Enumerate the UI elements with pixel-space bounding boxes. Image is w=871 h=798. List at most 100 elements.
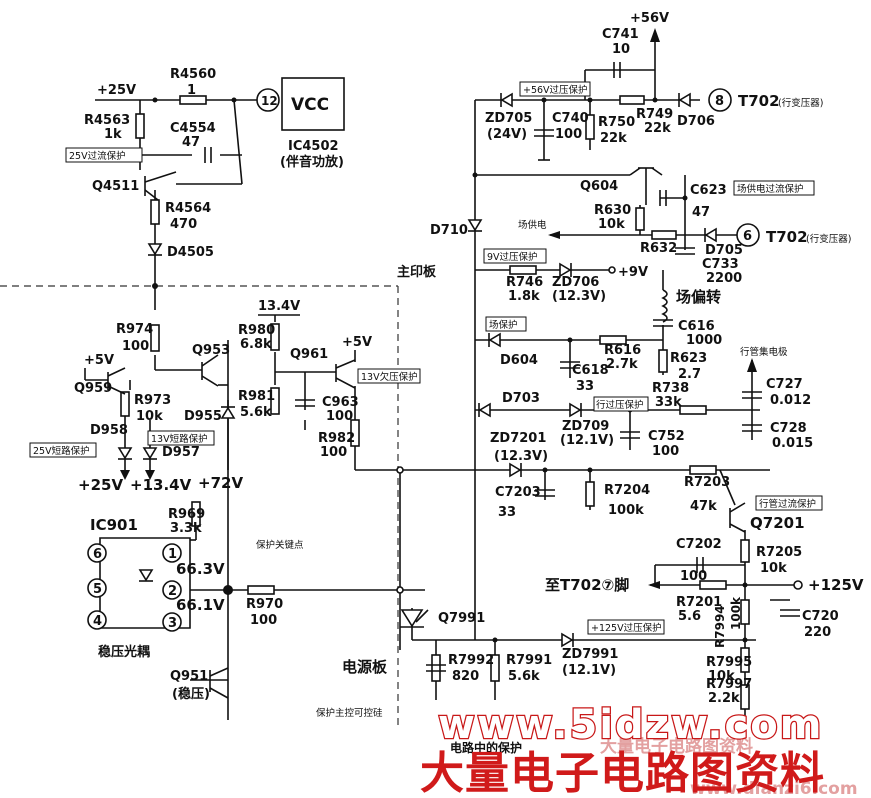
label-r749-v: 22k xyxy=(644,121,671,136)
capacitor-c616 xyxy=(653,319,673,327)
watermark-url: www.5idzw.com xyxy=(438,702,823,748)
label-out25: +25V xyxy=(78,476,123,494)
label-changpianzhuan: 场偏转 xyxy=(676,288,721,306)
label-zd7991: ZD7991 xyxy=(562,647,618,662)
junction-keypoint xyxy=(223,585,233,595)
label-r4563: R4563 xyxy=(84,113,130,128)
zener-zd709 xyxy=(569,402,582,418)
label-r7201: R7201 xyxy=(676,595,722,610)
terminal-125v xyxy=(793,580,803,590)
diode-d957 xyxy=(142,447,158,460)
label-zhuyinban: 主印板 xyxy=(397,264,437,280)
label-c728: C728 xyxy=(770,421,807,436)
label-v125: +125V xyxy=(808,576,864,594)
label-r623-v: 2.7 xyxy=(678,367,701,382)
capacitor-c7202 xyxy=(696,557,704,573)
resistor-r749 xyxy=(619,95,645,105)
label-r973: R973 xyxy=(134,393,171,408)
pin-8: 8 xyxy=(715,94,724,109)
label-r980-v: 6.8k xyxy=(240,337,272,352)
label-v9: +9V xyxy=(618,265,648,280)
capacitor-c7992 xyxy=(426,664,446,672)
label-c720-v: 220 xyxy=(804,625,831,640)
capacitor-c963 xyxy=(295,399,315,407)
transistor-q951 xyxy=(209,667,229,699)
terminals xyxy=(120,28,803,643)
resistor-r4564 xyxy=(150,199,160,225)
label-c4554: C4554 xyxy=(170,121,216,136)
label-c741-v: 10 xyxy=(612,42,630,57)
label-c727-v: 0.012 xyxy=(770,393,811,408)
label-zd706-v: (12.3V) xyxy=(552,289,606,304)
label-d705: D705 xyxy=(705,243,743,258)
label-r981: R981 xyxy=(238,389,275,404)
label-d955: D955 xyxy=(184,409,222,424)
label-ic4502: IC4502 xyxy=(288,139,339,154)
tag-ov125: +125V过压保护 xyxy=(591,622,662,634)
label-q961: Q961 xyxy=(290,347,328,362)
label-out134: +13.4V xyxy=(130,476,192,494)
resistor-r980 xyxy=(270,323,280,351)
pin-6b-circle xyxy=(736,223,760,247)
resistor-r970 xyxy=(247,585,275,595)
pin-8-circle xyxy=(708,88,732,112)
watermark-faint-url: www.dianzi6.com xyxy=(690,779,858,798)
capacitor-c4554 xyxy=(204,147,212,163)
label-q4511: Q4511 xyxy=(92,179,139,194)
tag-ov9: 9V过压保护 xyxy=(487,251,538,263)
label-r981-v: 5.6k xyxy=(240,405,272,420)
label-c752: C752 xyxy=(648,429,685,444)
label-r4560: R4560 xyxy=(170,67,216,82)
capacitor-c720 xyxy=(780,609,800,617)
resistor-r4560 xyxy=(179,95,207,105)
watermarks: 大量电子电路图资料 www.dianzi6.com www.5idzw.com … xyxy=(420,701,858,798)
label-zd709: ZD709 xyxy=(562,419,609,434)
label-c963-v: 100 xyxy=(326,409,353,424)
label-v5b: +5V xyxy=(342,335,372,350)
tag-ov56: +56V过压保护 xyxy=(523,84,588,96)
resistor-r7992 xyxy=(431,654,441,682)
label-c720: C720 xyxy=(802,609,839,624)
resistor-r7203 xyxy=(689,465,717,475)
resistor-r630 xyxy=(635,207,645,231)
capacitor-c752 xyxy=(620,431,640,439)
diode-d710 xyxy=(467,219,483,232)
label-c752-v: 100 xyxy=(652,444,679,459)
label-r982: R982 xyxy=(318,431,355,446)
label-to-t702: 至T702⑦脚 xyxy=(545,576,629,594)
label-q7201: Q7201 xyxy=(750,514,805,532)
resistor-r623 xyxy=(658,349,668,373)
label-c7202: C7202 xyxy=(676,537,722,552)
label-r969-v: 3.3k xyxy=(170,521,202,536)
capacitor-c728 xyxy=(742,424,762,432)
label-c618: C618 xyxy=(572,363,609,378)
label-r7995: R7995 xyxy=(706,655,752,670)
label-c7203: C7203 xyxy=(495,485,541,500)
board-boundary xyxy=(0,285,399,728)
label-r7204: R7204 xyxy=(604,483,650,498)
label-r738: R738 xyxy=(652,381,689,396)
label-r630: R630 xyxy=(594,203,631,218)
tag-sc13: 13V短路保护 xyxy=(151,433,208,445)
label-r4560-v: 1 xyxy=(187,83,196,98)
label-t702-6: T702 xyxy=(766,228,808,246)
watermark-cn: 大量电子电路图资料 xyxy=(420,748,825,798)
coil-changpianzhuan xyxy=(661,289,668,323)
label-v134: 13.4V xyxy=(258,299,300,314)
label-t702-8: T702 xyxy=(738,92,780,110)
diode-d955 xyxy=(220,406,236,419)
label-q953: Q953 xyxy=(192,343,230,358)
label-r7204-v: 100k xyxy=(608,503,644,518)
label-c733-v: 2200 xyxy=(706,271,742,286)
label-zd709-v: (12.1V) xyxy=(560,433,614,448)
label-r630-v: 10k xyxy=(598,217,625,232)
label-c733: C733 xyxy=(702,257,739,272)
label-q7991: Q7991 xyxy=(438,611,485,626)
transistor-q953 xyxy=(201,354,219,387)
label-r7201-v: 5.6 xyxy=(678,609,701,624)
resistor-r974 xyxy=(150,324,160,352)
label-c623-v: 47 xyxy=(692,205,710,220)
transistor-q4511 xyxy=(144,171,177,201)
label-d703: D703 xyxy=(502,391,540,406)
ic901-pin-6: 6 xyxy=(93,547,102,562)
